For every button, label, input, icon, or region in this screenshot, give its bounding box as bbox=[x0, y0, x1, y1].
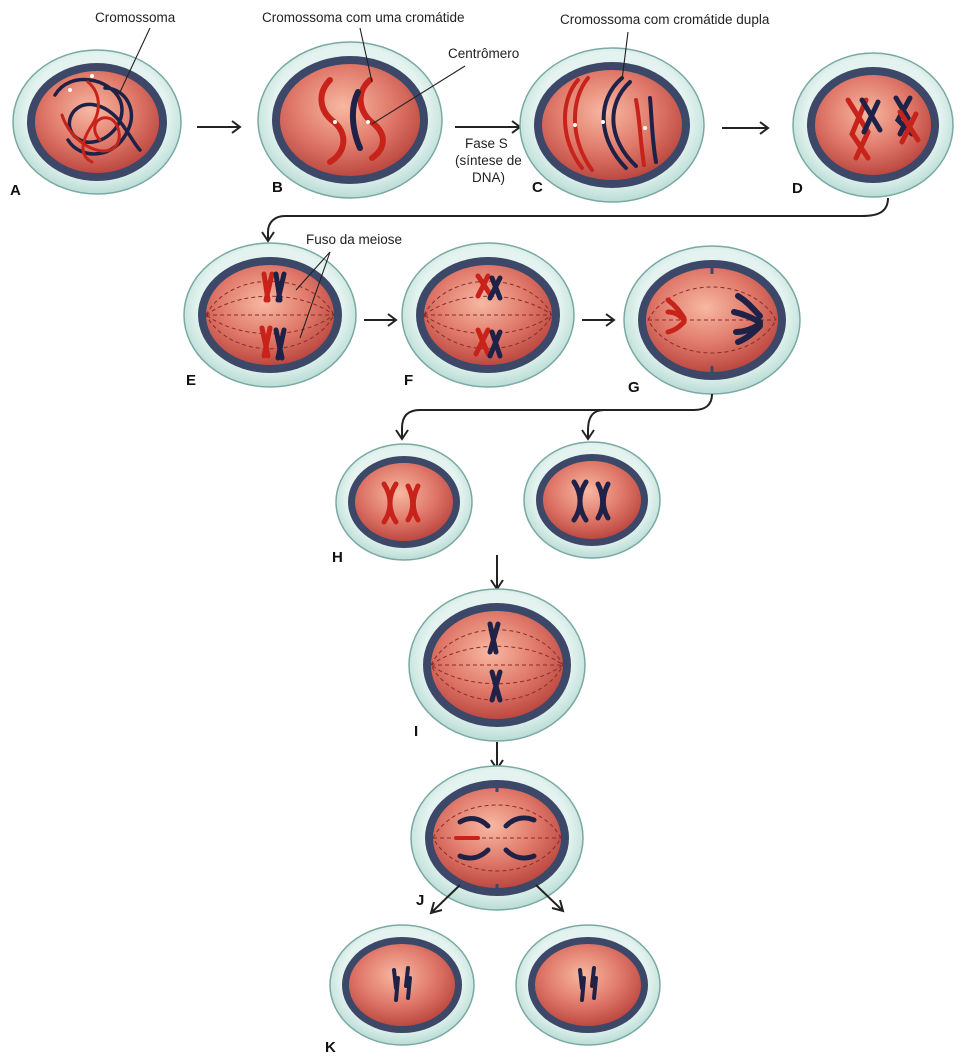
arrow-f-g bbox=[582, 314, 614, 326]
connector-g-h bbox=[396, 394, 712, 439]
stage-label-a: A bbox=[10, 182, 21, 199]
cell-b bbox=[258, 42, 442, 198]
stage-label-h: H bbox=[332, 549, 343, 566]
cell-h-right bbox=[524, 442, 660, 558]
cell-k-left bbox=[330, 925, 474, 1045]
stage-label-d: D bbox=[792, 180, 803, 197]
stage-label-f: F bbox=[404, 372, 413, 389]
label-fase-s-2: (síntese de bbox=[455, 153, 522, 168]
arrow-a-b bbox=[197, 121, 240, 133]
arrow-i-j bbox=[491, 742, 503, 769]
cell-j bbox=[411, 766, 583, 910]
label-fase-s-3: DNA) bbox=[472, 170, 505, 185]
arrow-h-i bbox=[491, 555, 503, 589]
cell-g bbox=[624, 246, 800, 394]
arrow-c-d bbox=[722, 122, 768, 134]
cell-k-right bbox=[516, 925, 660, 1045]
stage-label-b: B bbox=[272, 179, 283, 196]
label-cromossoma-uma-cromatide: Cromossoma com uma cromátide bbox=[262, 10, 465, 25]
label-cromossoma: Cromossoma bbox=[95, 10, 176, 25]
label-fase-s-1: Fase S bbox=[465, 136, 508, 151]
cell-f bbox=[402, 243, 574, 387]
arrow-b-c bbox=[455, 121, 520, 133]
stage-label-k: K bbox=[325, 1039, 336, 1056]
stage-label-j: J bbox=[416, 892, 424, 909]
stage-label-i: I bbox=[414, 723, 418, 740]
stage-label-c: C bbox=[532, 179, 543, 196]
cell-h-left bbox=[336, 444, 472, 560]
cell-e bbox=[184, 243, 356, 387]
connector-g-h2 bbox=[582, 410, 604, 439]
label-fuso-meiose: Fuso da meiose bbox=[306, 232, 402, 247]
label-centromero: Centrômero bbox=[448, 46, 519, 61]
stage-label-g: G bbox=[628, 379, 640, 396]
cell-d bbox=[793, 53, 953, 197]
cell-a bbox=[13, 50, 181, 194]
cell-c bbox=[520, 48, 704, 202]
cell-i bbox=[409, 589, 585, 741]
stage-label-e: E bbox=[186, 372, 196, 389]
label-cromossoma-cromatide-dupla: Cromossoma com cromátide dupla bbox=[560, 12, 770, 27]
arrow-e-f bbox=[364, 314, 396, 326]
